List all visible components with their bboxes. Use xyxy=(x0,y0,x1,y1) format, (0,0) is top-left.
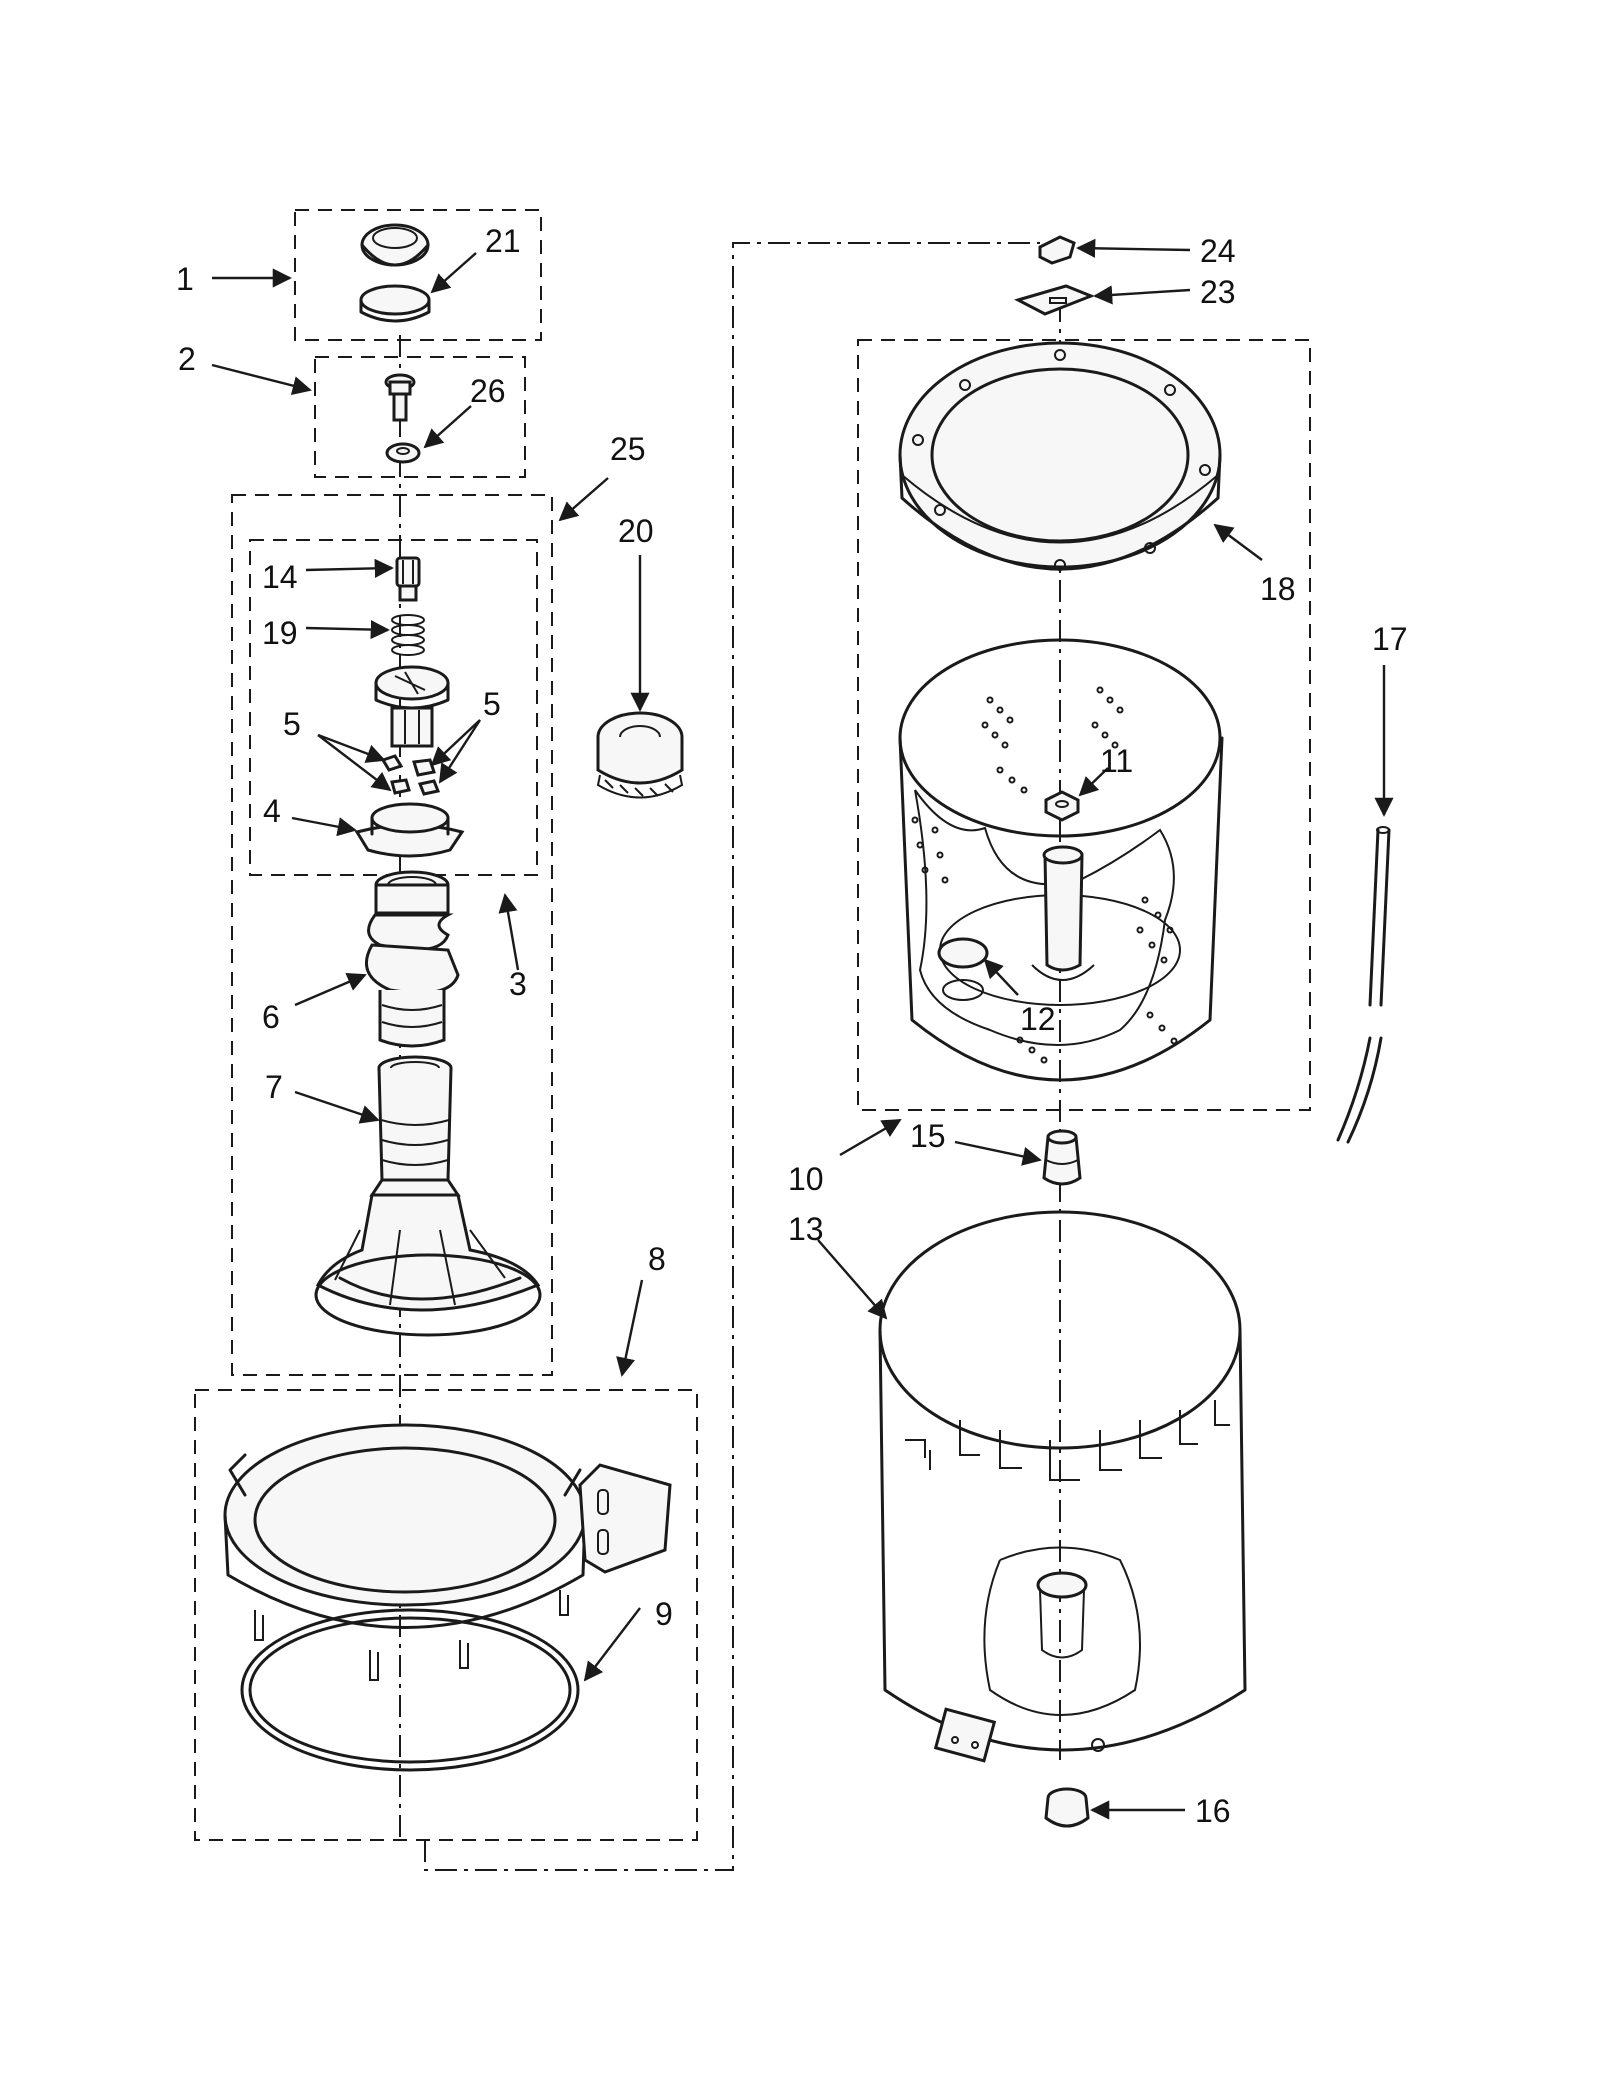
callout-6: 6 xyxy=(262,999,280,1035)
callout-2: 2 xyxy=(178,341,196,377)
part-cam xyxy=(374,665,450,748)
callout-25: 25 xyxy=(610,431,646,467)
callout-24: 24 xyxy=(1200,233,1236,269)
box-item-1 xyxy=(294,209,542,341)
part-4-cam-base xyxy=(354,802,465,858)
callout-18: 18 xyxy=(1260,571,1296,607)
callout-labels: 1 21 2 26 25 20 14 19 5 5 4 3 6 7 8 9 24… xyxy=(176,223,1408,1829)
part-9-tub-seal xyxy=(240,1608,580,1772)
part-26-bolt-and-washer xyxy=(384,373,421,464)
callout-23: 23 xyxy=(1200,274,1236,310)
part-7-agitator xyxy=(314,1055,542,1337)
part-15-hub xyxy=(1042,1129,1082,1186)
part-19-spring xyxy=(391,614,425,656)
part-21-agitator-cap xyxy=(359,223,431,323)
part-12-plug xyxy=(937,937,989,1001)
callout-5-left: 5 xyxy=(283,706,301,742)
part-16-drain-plug xyxy=(1044,1787,1090,1828)
part-8-tub-ring xyxy=(223,1423,672,1681)
part-20-bearing xyxy=(596,711,684,799)
callout-11: 11 xyxy=(1100,743,1133,779)
box-item-2 xyxy=(314,356,526,478)
box-item-10 xyxy=(857,339,1311,1111)
callout-12: 12 xyxy=(1020,1001,1056,1037)
callout-10: 10 xyxy=(788,1161,824,1197)
callout-3: 3 xyxy=(509,966,527,1002)
part-13-outer-tub xyxy=(878,1210,1247,1763)
callout-21: 21 xyxy=(485,223,521,259)
part-23-bracket xyxy=(1013,284,1096,316)
callout-20: 20 xyxy=(618,513,654,549)
callout-5-right: 5 xyxy=(483,686,501,722)
callout-15: 15 xyxy=(910,1118,946,1154)
callout-4: 4 xyxy=(263,793,281,829)
part-14-dog xyxy=(395,556,421,602)
part-6-auger xyxy=(364,870,460,1048)
callout-17: 17 xyxy=(1372,621,1408,657)
part-17-hose xyxy=(1336,826,1391,1144)
callout-9: 9 xyxy=(655,1596,673,1632)
callout-7: 7 xyxy=(265,1069,283,1105)
box-item-8 xyxy=(194,1389,698,1841)
leader-arrows xyxy=(211,238,1394,1820)
callout-26: 26 xyxy=(470,373,506,409)
part-18-balance-ring xyxy=(898,341,1222,571)
group-boxes xyxy=(194,209,1311,1841)
part-11-nut xyxy=(1044,790,1080,822)
perforation-dots xyxy=(911,686,1178,1064)
callout-13: 13 xyxy=(788,1211,824,1247)
part-10-spin-basket xyxy=(898,638,1224,1082)
part-5-agitator-dogs xyxy=(380,754,441,796)
callout-8: 8 xyxy=(648,1241,666,1277)
box-item-25 xyxy=(231,494,553,1376)
part-24-clip xyxy=(1038,235,1076,265)
callout-16: 16 xyxy=(1195,1793,1231,1829)
callout-19: 19 xyxy=(262,615,298,651)
callout-1: 1 xyxy=(176,261,194,297)
callout-14: 14 xyxy=(262,559,298,595)
